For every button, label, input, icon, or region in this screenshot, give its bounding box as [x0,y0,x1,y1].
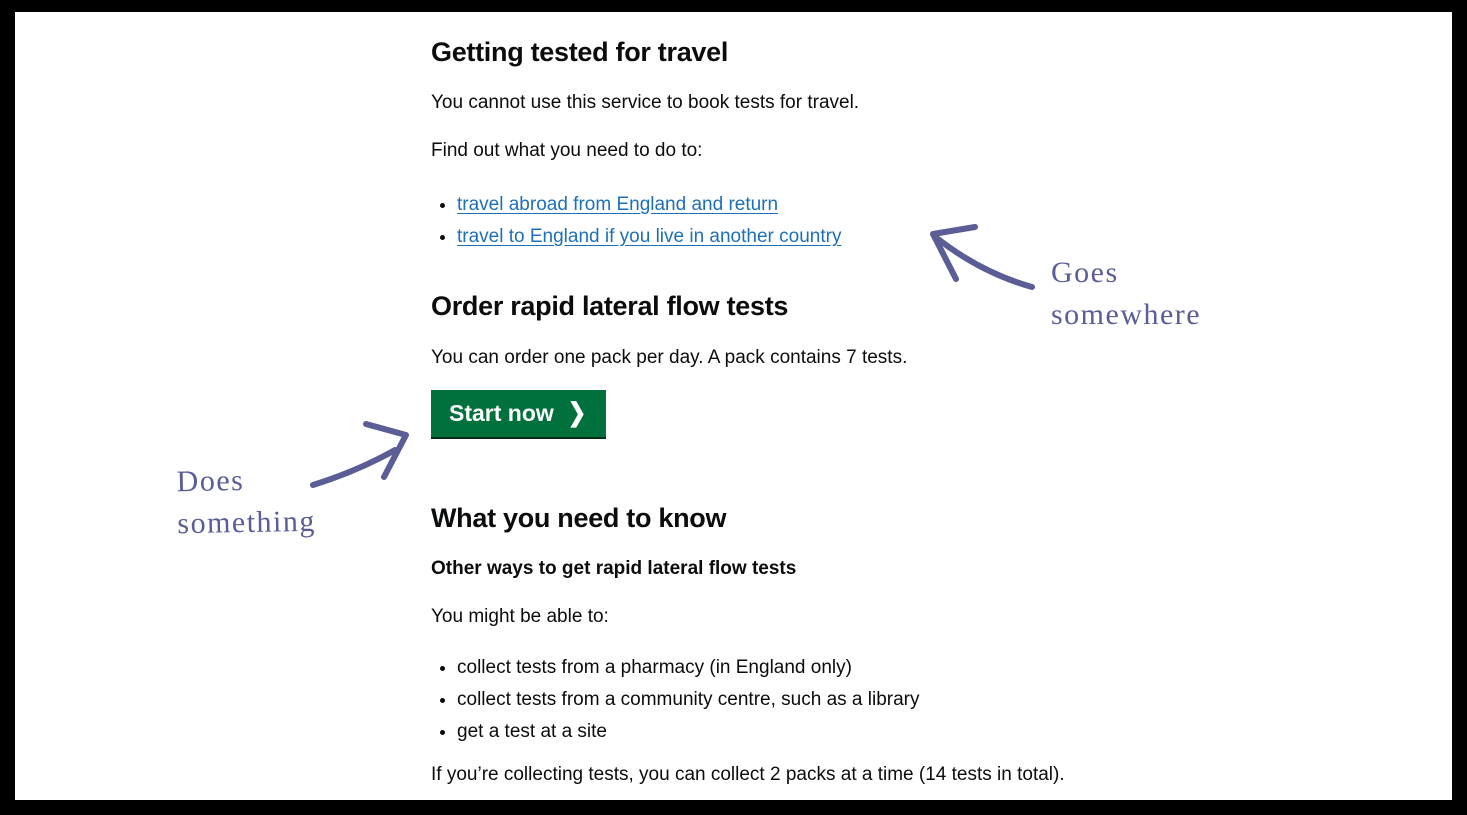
paragraph-pack-per-day: You can order one pack per day. A pack c… [431,347,908,368]
annotation-line: something [177,504,317,541]
paragraph-collecting-tests: If you’re collecting tests, you can coll… [431,764,1065,785]
paragraph-cannot-use: You cannot use this service to book test… [431,92,860,113]
other-ways-list: collect tests from a pharmacy (in Englan… [431,652,1151,748]
heading-order-tests: Order rapid lateral flow tests [431,291,789,321]
chevron-right-icon: ❯ [567,398,587,427]
start-now-label: Start now [449,400,554,426]
paragraph-find-out: Find out what you need to do to: [431,140,703,161]
heading-getting-tested: Getting tested for travel [431,37,729,67]
list-item: travel abroad from England and return [457,189,1151,221]
list-item: get a test at a site [457,716,1151,748]
link-travel-to-england[interactable]: travel to England if you live in another… [457,226,842,247]
link-travel-abroad[interactable]: travel abroad from England and return [457,194,779,215]
travel-links-list: travel abroad from England and return tr… [431,189,1151,253]
annotation-line: Does [176,464,245,499]
annotation-goes-somewhere: Goes somewhere [1051,252,1201,336]
page: Getting tested for travel You cannot use… [15,12,1452,800]
heading-what-to-know: What you need to know [431,503,727,533]
annotation-does-something: Does something [176,459,316,545]
annotation-line: somewhere [1051,298,1202,331]
list-item: collect tests from a pharmacy (in Englan… [457,652,1151,684]
annotation-line: Goes [1051,256,1119,289]
start-button-row: Start now ❯ [431,390,1151,437]
goes-somewhere-arrow [930,224,1035,290]
list-item: collect tests from a community centre, s… [457,684,1151,716]
main-content: Getting tested for travel You cannot use… [431,12,1151,787]
does-something-arrow [310,421,409,488]
paragraph-might-be-able: You might be able to: [431,606,609,627]
start-now-button[interactable]: Start now ❯ [431,390,607,437]
subheading-other-ways: Other ways to get rapid lateral flow tes… [431,558,797,579]
list-item: travel to England if you live in another… [457,221,1151,253]
